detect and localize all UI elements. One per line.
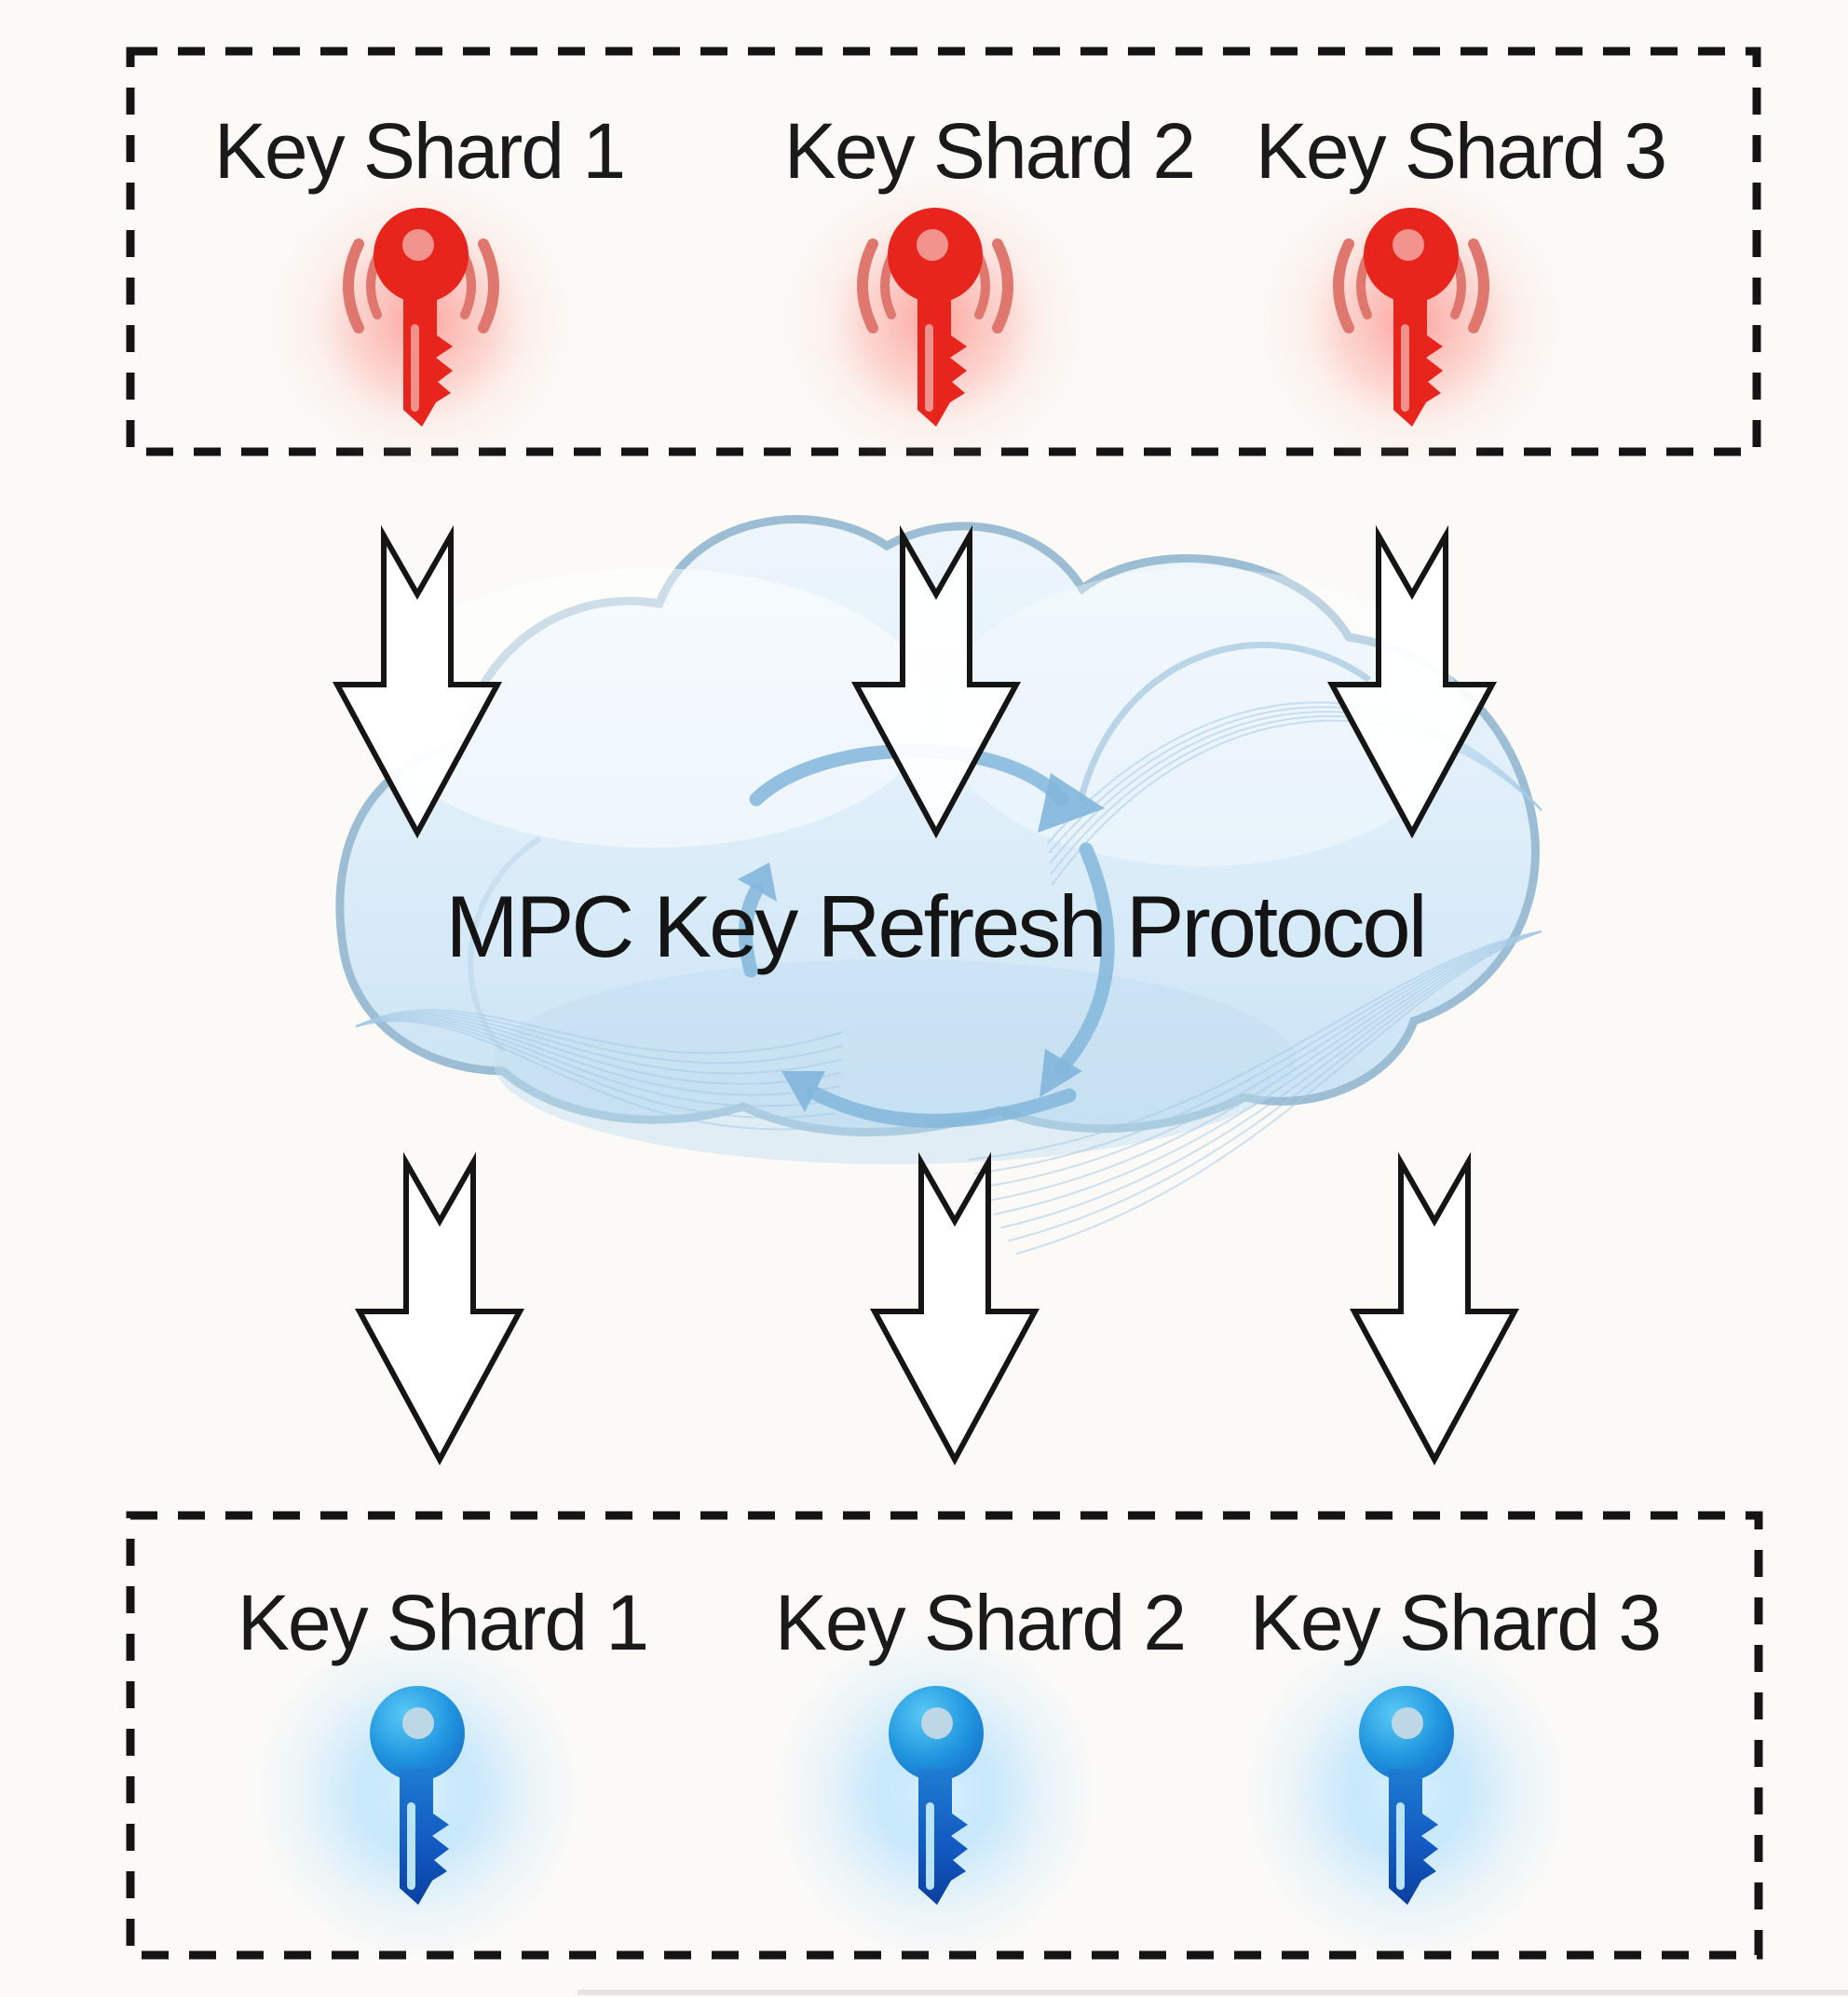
scan-artifact-line [578, 1990, 1848, 1995]
old-shard-label-1: Key Shard 1 [213, 107, 626, 195]
old-key-shard-1 [263, 168, 579, 475]
down-arrow-icon [875, 1162, 1035, 1460]
new-key-shard-3 [1243, 1625, 1569, 1961]
old-shards-dashed-box [126, 47, 1761, 456]
new-shard-label-2: Key Shard 2 [774, 1579, 1187, 1666]
new-shard-label-1: Key Shard 1 [237, 1579, 649, 1666]
new-shards-dashed-box [126, 1511, 1763, 1960]
down-arrow-icon [1354, 1162, 1515, 1460]
old-shard-label-2: Key Shard 2 [783, 107, 1196, 195]
protocol-cloud-label: MPC Key Refresh Protocol [445, 877, 1427, 975]
inner-cloud-arc [1077, 641, 1372, 802]
old-key-shard-3 [1253, 168, 1569, 475]
new-key-shard-2 [773, 1625, 1099, 1961]
old-shard-label-3: Key Shard 3 [1255, 107, 1667, 195]
new-key-shard-1 [254, 1625, 580, 1961]
down-arrow-icon [360, 1162, 520, 1460]
old-key-shard-2 [777, 168, 1094, 475]
new-shard-label-3: Key Shard 3 [1249, 1579, 1662, 1666]
